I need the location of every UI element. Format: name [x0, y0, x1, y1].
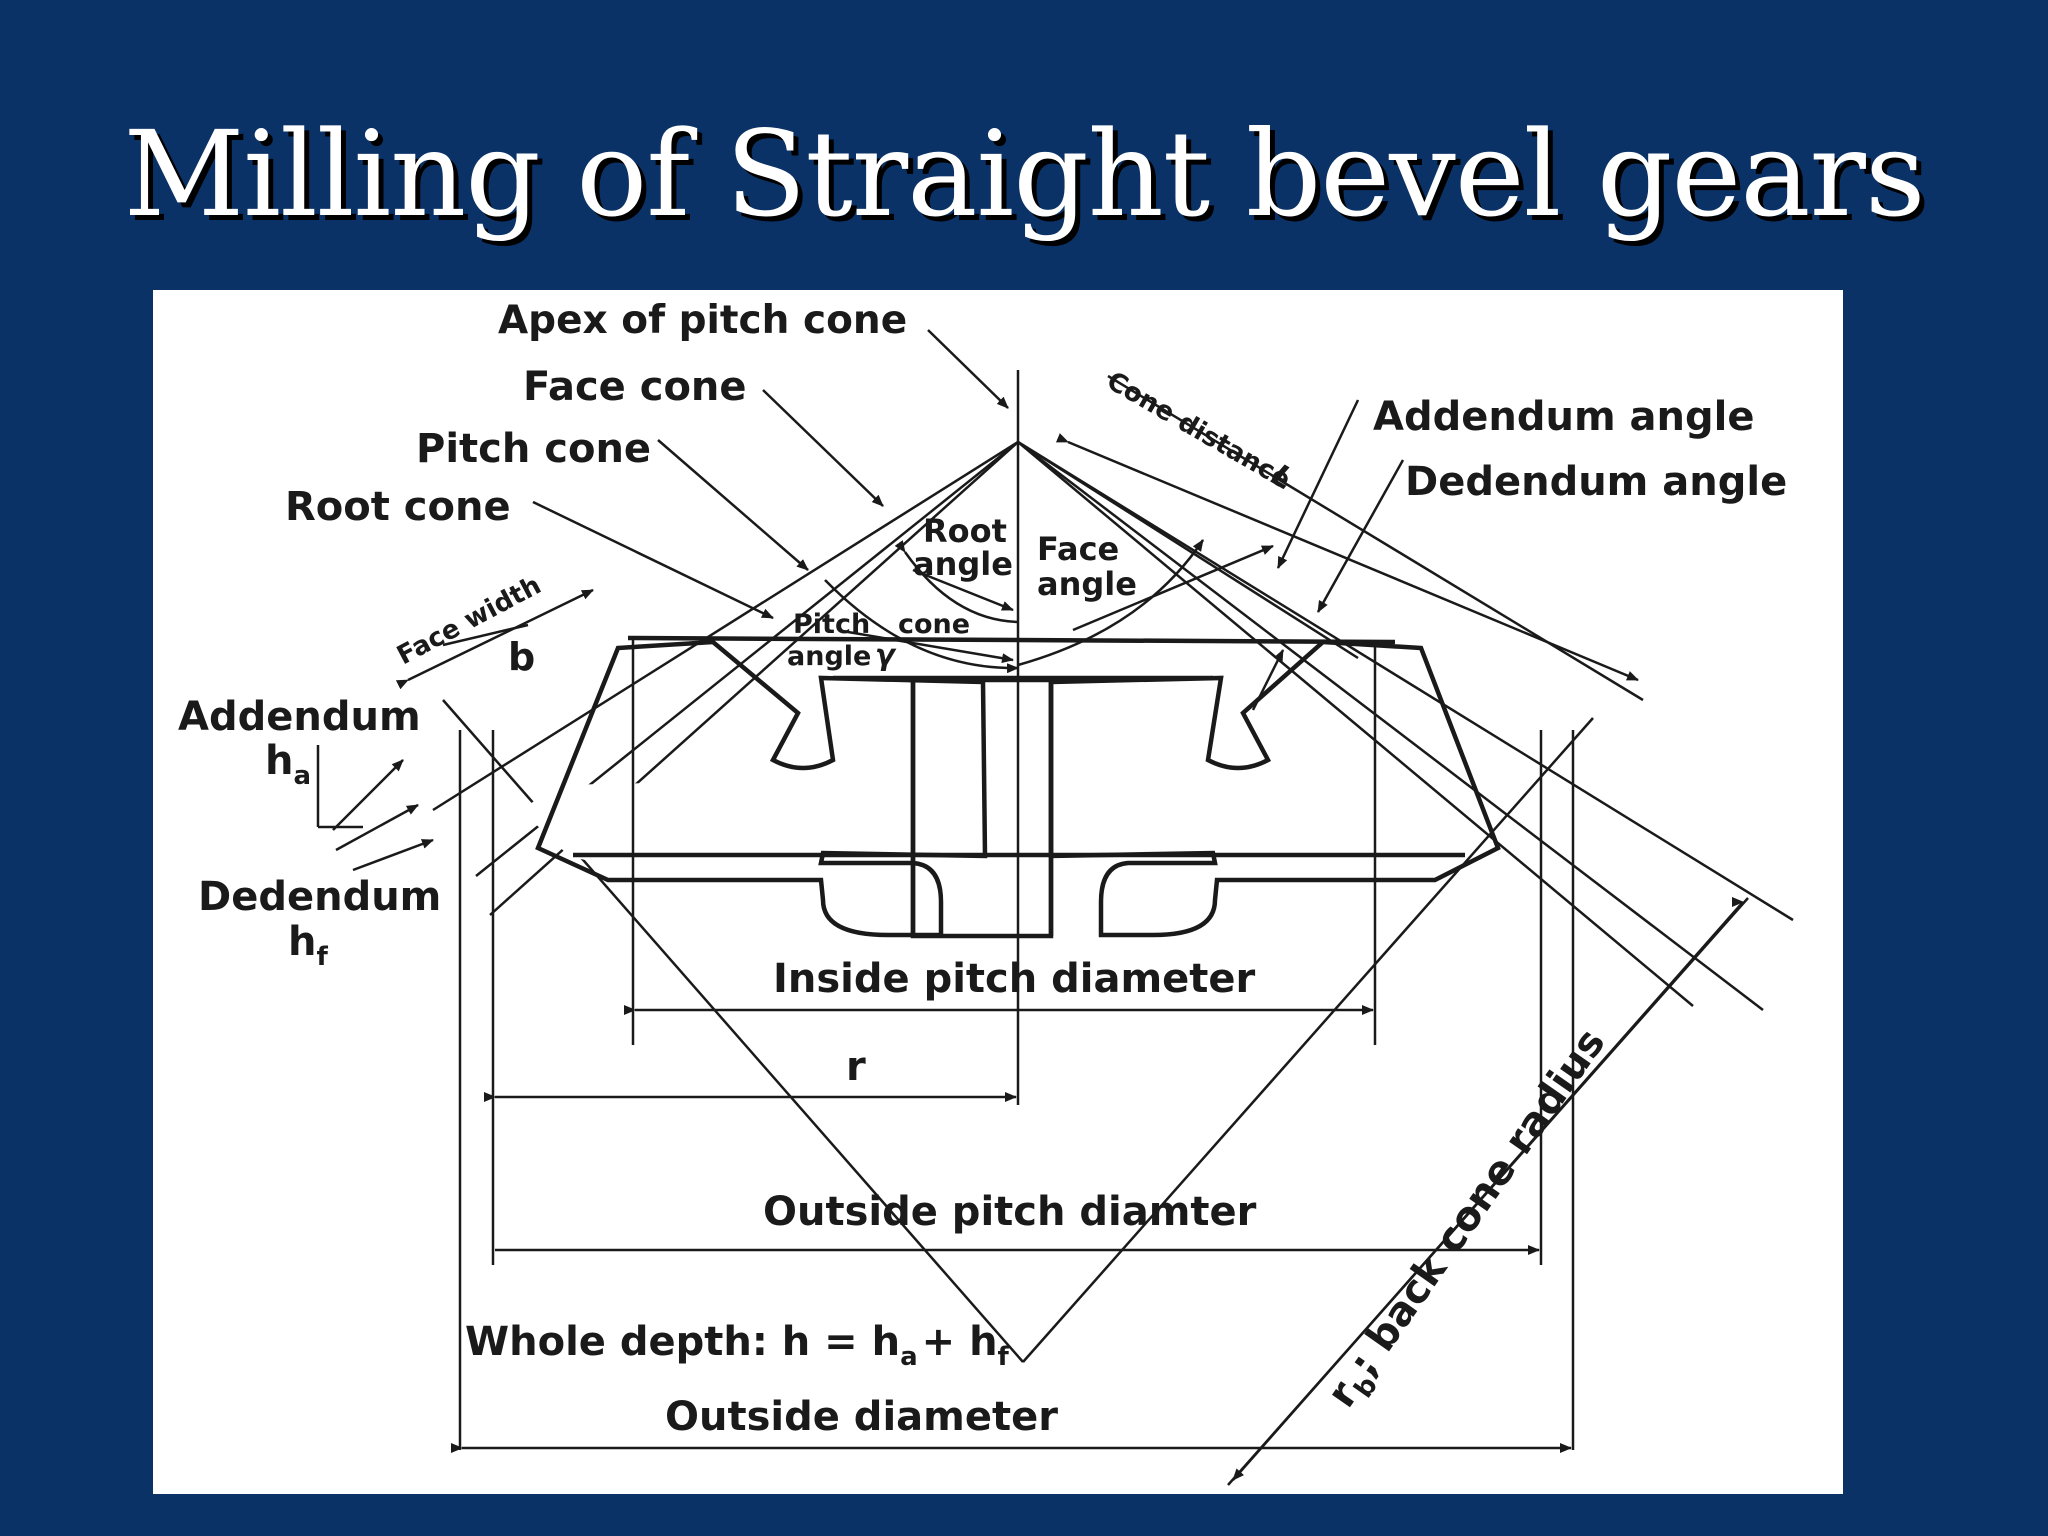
- pitch-cone-label: Pitch cone: [416, 426, 651, 472]
- addendum-label: Addendum: [178, 694, 421, 740]
- cone-lines: [432, 440, 1794, 1011]
- pitch-angle-label-1: Pitch: [793, 609, 870, 640]
- ha-label: ha: [265, 738, 311, 791]
- diagram-panel: Apex of pitch cone Face cone Pitch cone …: [153, 290, 1843, 1494]
- outside-pitch-diameter-label: Outside pitch diamter: [763, 1189, 1257, 1235]
- outside-diameter-label: Outside diameter: [665, 1394, 1058, 1440]
- cone-distance-label: Cone distance L: [1102, 366, 1300, 497]
- bevel-gear-diagram: Apex of pitch cone Face cone Pitch cone …: [178, 298, 1794, 1486]
- dedendum-label: Dedendum: [198, 874, 441, 920]
- pitch-angle-label-3: angle: [787, 641, 871, 672]
- svg-text:Cone distance: Cone distance: [1102, 366, 1296, 495]
- inside-pitch-diameter-label: Inside pitch diameter: [773, 956, 1256, 1002]
- gear-section: [521, 639, 1501, 939]
- angle-arcs: [824, 539, 1205, 674]
- addendum-angle-label: Addendum angle: [1373, 394, 1754, 440]
- slide-title: Milling of Straight bevel gears: [123, 105, 1925, 243]
- gamma-symbol: γ: [875, 638, 897, 672]
- root-angle-label-1: Root: [923, 512, 1007, 550]
- pitch-angle-label-2: cone: [898, 609, 970, 640]
- root-cone-label: Root cone: [285, 484, 511, 530]
- dedendum-angle-label: Dedendum angle: [1405, 459, 1787, 505]
- back-cone-radius-label: rb; back cone radius: [1319, 1021, 1621, 1420]
- r-label: r: [846, 1044, 866, 1090]
- dimension-lines: [395, 374, 1748, 1486]
- svg-text:rb; back cone radius: rb; back cone radius: [1319, 1021, 1621, 1420]
- face-angle-label-1: Face: [1037, 530, 1119, 568]
- b-label: b: [508, 635, 535, 679]
- face-cone-label: Face cone: [523, 364, 747, 410]
- leader-lines: [316, 329, 1405, 872]
- top-face-line: [627, 635, 1396, 645]
- hf-label: hf: [288, 919, 328, 972]
- whole-depth-label: Whole depth: h = ha+ hf: [465, 1319, 1010, 1372]
- root-angle-label-2: angle: [913, 545, 1013, 583]
- face-angle-label-2: angle: [1037, 565, 1137, 603]
- apex-label: Apex of pitch cone: [498, 298, 907, 343]
